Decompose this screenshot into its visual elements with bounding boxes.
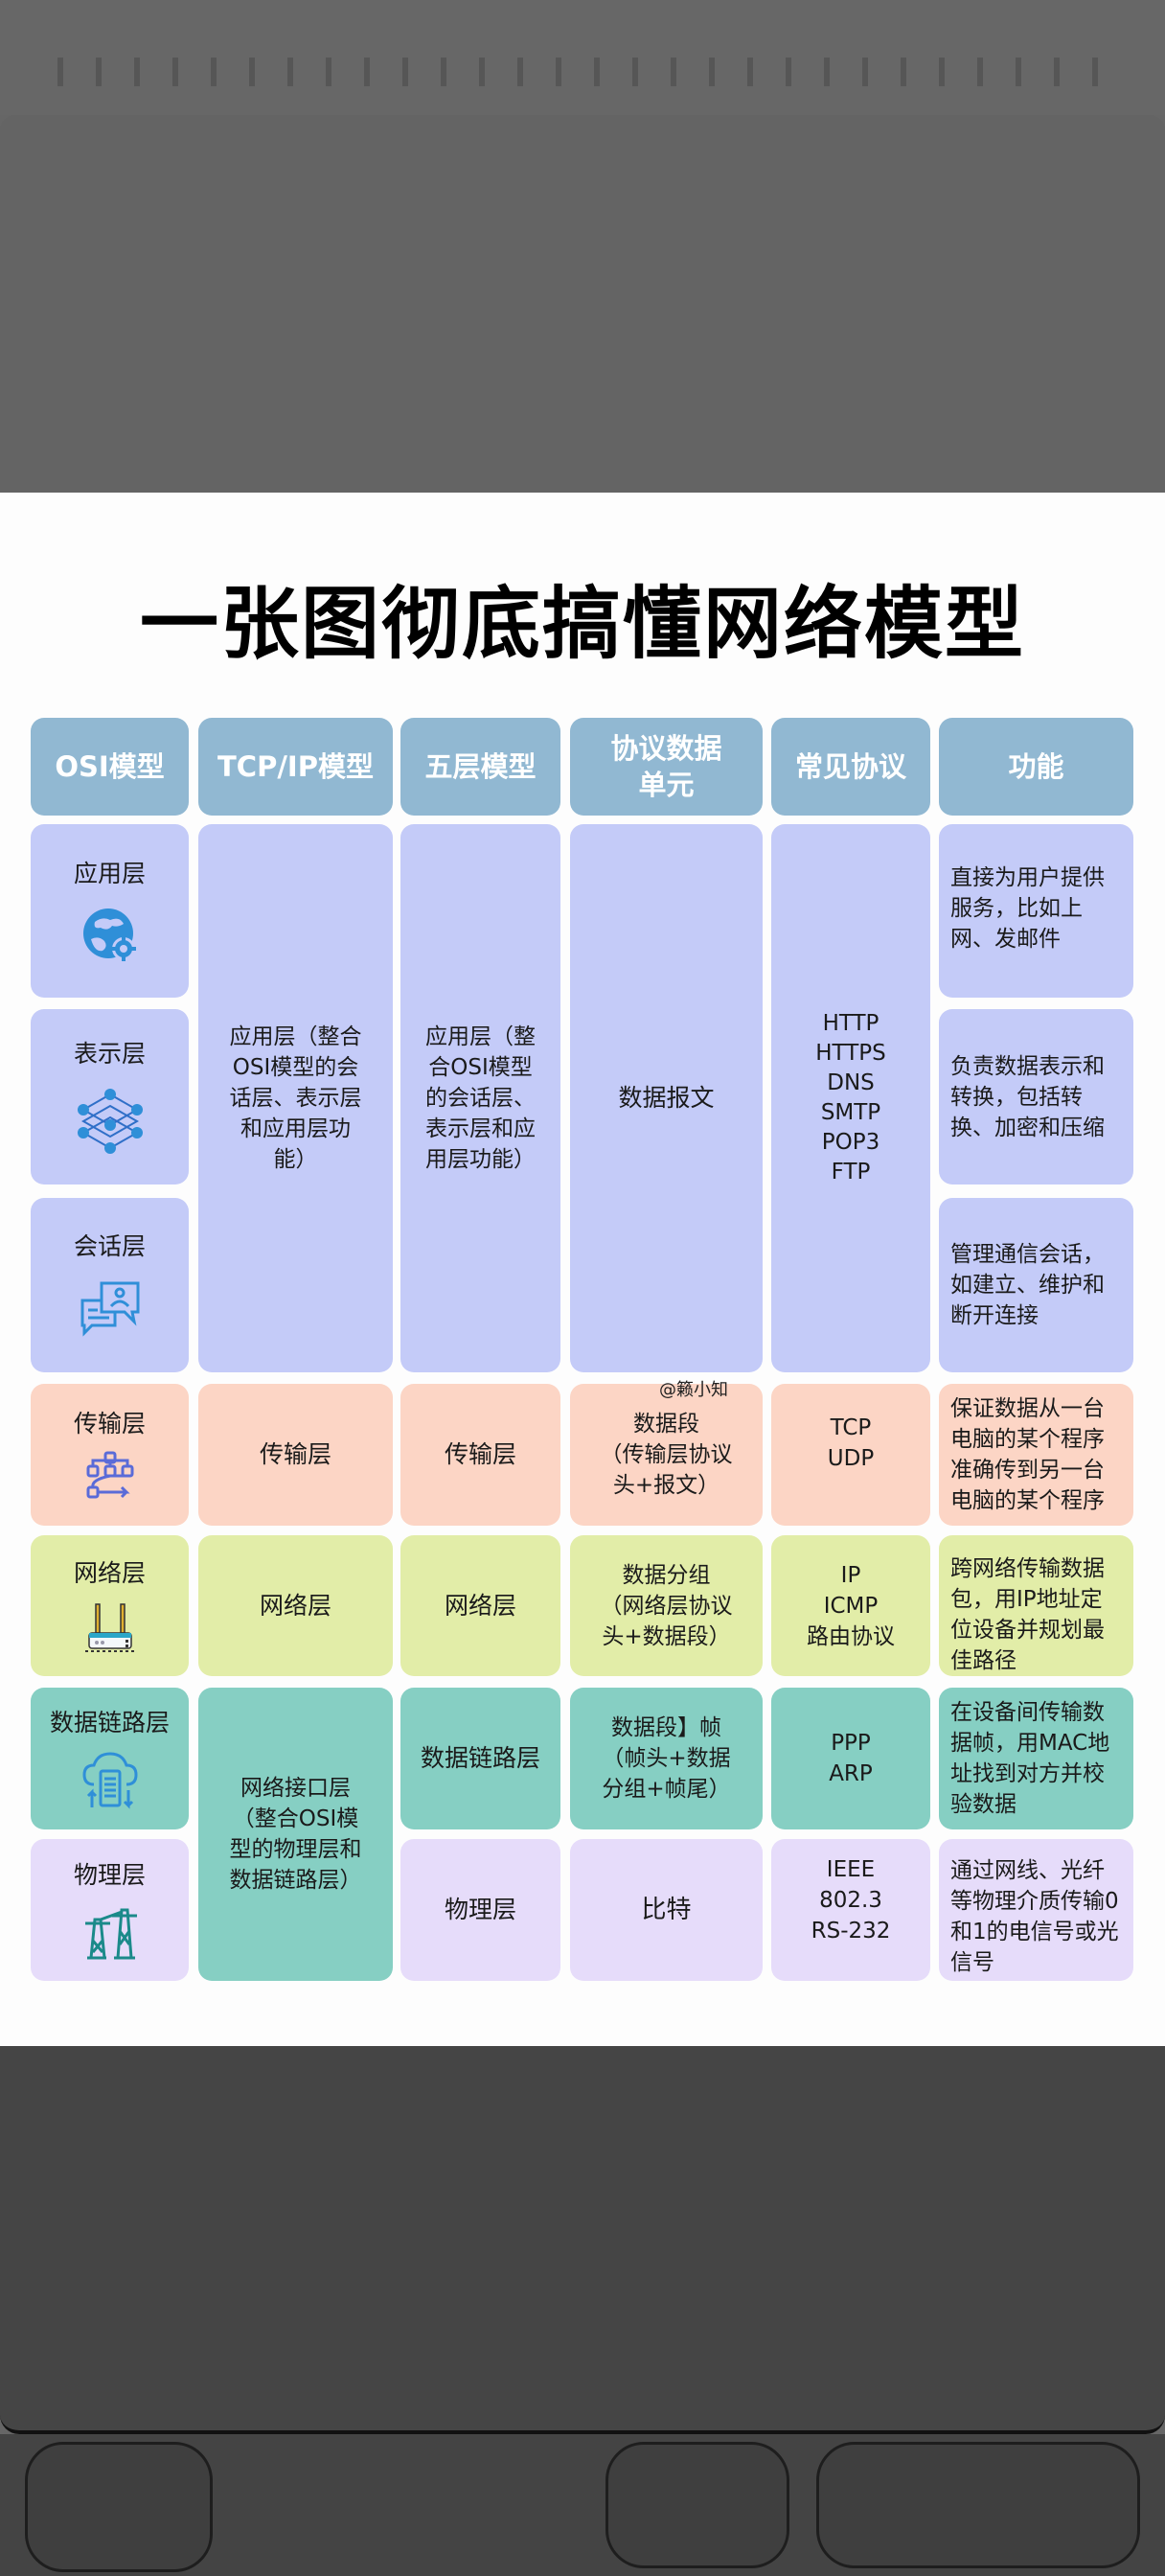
header-tcpip: TCP/IP模型: [198, 718, 393, 816]
blurred-status-text: [57, 58, 1111, 86]
pdu-physical: 比特: [570, 1839, 763, 1981]
protocol-item: SMTP: [820, 1100, 881, 1125]
tcpip-transport: 传输层: [198, 1384, 393, 1526]
osi-layer-label: 数据链路层: [49, 1709, 170, 1736]
tcpip-application: 应用层（整合OSI模型的会话层、表示层和应用层功能）: [198, 824, 393, 1372]
top-status-area: [0, 0, 1165, 115]
globe-gear-icon: [81, 907, 139, 964]
function-presentation: 负责数据表示和转换，包括转换、加密和压缩: [939, 1009, 1133, 1184]
osi-transport: 传输层: [31, 1384, 189, 1526]
protocol-item: 802.3: [819, 1888, 882, 1913]
bottom-action-button-1[interactable]: [25, 2442, 213, 2572]
power-tower-icon: [81, 1902, 139, 1960]
protocols-network: IP ICMP 路由协议: [771, 1535, 930, 1676]
osi-application: 应用层: [31, 824, 189, 998]
top-overlay-panel: [0, 115, 1165, 493]
tcpip-link: 网络接口层（整合OSI模型的物理层和数据链路层）: [198, 1688, 393, 1981]
header-function: 功能: [939, 718, 1133, 816]
osi-layer-label: 表示层: [73, 1039, 146, 1068]
protocol-item: IP: [840, 1562, 861, 1588]
header-five-layer: 五层模型: [400, 718, 560, 816]
osi-layer-label: 传输层: [73, 1410, 146, 1438]
function-transport: 保证数据从一台电脑的某个程序准确传到另一台电脑的某个程序: [939, 1384, 1133, 1526]
protocols-physical: IEEE 802.3 RS-232: [771, 1839, 930, 1981]
protocol-item: PPP: [831, 1731, 871, 1756]
router-icon: [83, 1600, 137, 1654]
protocol-item: HTTP: [822, 1011, 879, 1036]
osi-session: 会话层: [31, 1198, 189, 1372]
header-osi: OSI模型: [31, 718, 189, 816]
protocol-item: ARP: [829, 1761, 873, 1786]
function-application: 直接为用户提供服务，比如上网、发邮件: [939, 824, 1133, 998]
protocol-item: ICMP: [823, 1593, 879, 1619]
function-physical: 通过网线、光纤等物理介质传输0和1的电信号或光信号: [939, 1839, 1133, 1981]
author-watermark: @籁小知: [659, 1380, 728, 1400]
osi-presentation: 表示层: [31, 1009, 189, 1184]
bottom-action-button-2[interactable]: [605, 2442, 789, 2568]
pdu-datalink: 数据段】帧 （帧头+数据分组+帧尾）: [570, 1688, 763, 1829]
protocol-item: 路由协议: [807, 1623, 895, 1649]
five-application: 应用层（整合OSI模型的会话层、表示层和应用层功能）: [400, 824, 560, 1372]
osi-datalink: 数据链路层: [31, 1688, 189, 1829]
pdu-transport: 数据段 （传输层协议头+报文）: [570, 1384, 763, 1526]
chat-bubbles-icon: [79, 1279, 142, 1339]
osi-layer-label: 会话层: [73, 1232, 146, 1260]
bottom-action-bar: [0, 2434, 1165, 2576]
protocol-item: IEEE: [826, 1857, 876, 1882]
page-title: 一张图彻底搞懂网络模型: [139, 579, 1025, 670]
five-datalink: 数据链路层: [400, 1688, 560, 1829]
osi-layer-label: 网络层: [73, 1558, 146, 1587]
pdu-application: 数据报文: [570, 824, 763, 1372]
osi-physical: 物理层: [31, 1839, 189, 1981]
protocol-item: TCP: [830, 1415, 872, 1440]
header-pdu: 协议数据 单元: [570, 718, 763, 816]
five-transport: 传输层: [400, 1384, 560, 1526]
bottom-overlay-panel: [0, 2046, 1165, 2434]
layered-network-icon: [76, 1087, 145, 1156]
osi-layer-label: 物理层: [73, 1861, 146, 1889]
protocol-item: DNS: [827, 1070, 875, 1095]
five-network: 网络层: [400, 1535, 560, 1676]
function-datalink: 在设备间传输数据帧，用MAC地址找到对方并校验数据: [939, 1688, 1133, 1829]
osi-network: 网络层: [31, 1535, 189, 1676]
bottom-action-button-3[interactable]: [816, 2442, 1140, 2568]
protocols-transport: TCP UDP: [771, 1384, 930, 1526]
protocols-application: HTTP HTTPS DNS SMTP POP3 FTP: [771, 824, 930, 1372]
flow-diagram-icon: [84, 1451, 136, 1501]
function-session: 管理通信会话，如建立、维护和断开连接: [939, 1198, 1133, 1372]
five-physical: 物理层: [400, 1839, 560, 1981]
protocol-item: RS-232: [811, 1919, 891, 1944]
protocol-item: POP3: [821, 1130, 880, 1155]
protocol-item: FTP: [831, 1160, 871, 1184]
protocol-item: HTTPS: [815, 1041, 886, 1066]
osi-layer-label: 应用层: [73, 859, 146, 887]
tcpip-network: 网络层: [198, 1535, 393, 1676]
pdu-network: 数据分组 （网络层协议头+数据段）: [570, 1535, 763, 1676]
function-network: 跨网络传输数据包，用IP地址定位设备并规划最佳路径: [939, 1535, 1133, 1676]
protocol-item: UDP: [827, 1446, 875, 1471]
cloud-server-icon: [81, 1750, 138, 1809]
protocols-datalink: PPP ARP: [771, 1688, 930, 1829]
header-protocols: 常见协议: [771, 718, 930, 816]
